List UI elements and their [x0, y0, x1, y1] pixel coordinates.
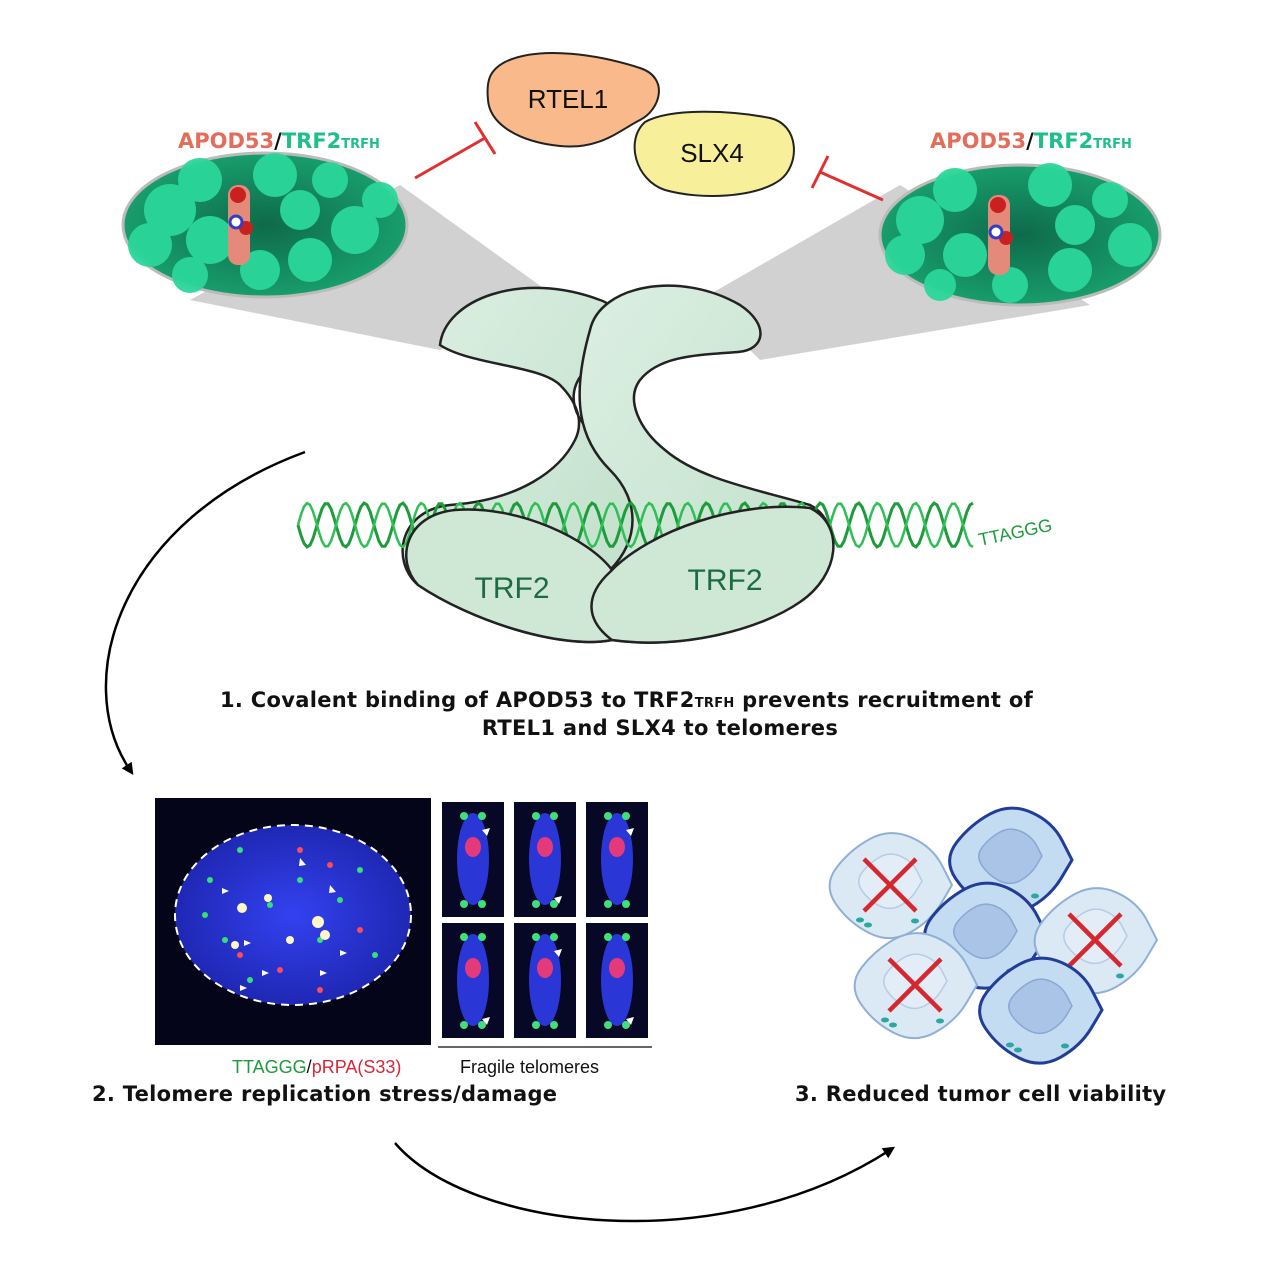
fragile-telomere-panels [442, 802, 648, 1038]
complex-label-right: APOD53/TRF2TRFH [930, 129, 1132, 153]
ttaggg-label: TTAGGG [977, 515, 1054, 550]
fragile-panel [514, 923, 576, 1038]
inhibit-arrow-left [414, 121, 497, 180]
fragile-panel [442, 802, 504, 917]
zoom-cone-right [700, 185, 1090, 360]
inhibit-arrow-right [810, 155, 884, 202]
structure-lens-right [878, 163, 1162, 307]
ligand-molecule-left [228, 185, 253, 265]
complex-label-left: APOD53/TRF2TRFH [178, 129, 380, 153]
step3-caption: 3. Reduced tumor cell viability [795, 1082, 1166, 1106]
fragile-panel [586, 923, 648, 1038]
slx4-label: SLX4 [680, 138, 744, 168]
trf2-label-right: TRF2 [688, 564, 763, 597]
ligand-molecule-right [988, 195, 1013, 275]
trf2-label-left: TRF2 [475, 572, 550, 605]
dna-strand-a [296, 501, 974, 549]
fragile-panel [442, 923, 504, 1038]
structure-lens-left [121, 151, 409, 299]
step1-caption-line2-text: RTEL1 and SLX4 to telomeres [481, 716, 839, 740]
slx4-blob [633, 110, 795, 197]
step1-caption-b: prevents recruitment of [734, 688, 1034, 712]
step1-caption: 1. Covalent binding of APOD53 to TRF2TRF… [220, 688, 1100, 712]
cross-mark-icon [887, 957, 943, 1013]
trf2-lobe-right [590, 505, 835, 644]
arrow-step1-to-step2 [104, 450, 306, 775]
micrograph-legend: TTAGGG/pRPA(S33) [232, 1057, 401, 1077]
cross-mark-icon [862, 857, 918, 913]
tumor-cell [978, 956, 1104, 1065]
step1-caption-line2: RTEL1 and SLX4 to telomeres [220, 716, 1100, 740]
nucleus-micrograph [155, 798, 431, 1045]
fragile-panel [514, 802, 576, 917]
step1-caption-a: 1. Covalent binding of APOD53 to TRF2 [220, 688, 695, 712]
rtel1-label: RTEL1 [528, 84, 608, 114]
dead-tumor-cell [853, 932, 979, 1040]
tumor-cell [948, 806, 1074, 915]
step3-caption-text: 3. Reduced tumor cell viability [795, 1082, 1167, 1106]
rtel1-blob [486, 52, 660, 148]
step2-caption: 2. Telomere replication stress/damage [92, 1082, 557, 1106]
tumor-cell-cluster [828, 806, 1159, 1065]
fragile-label: Fragile telomeres [460, 1057, 599, 1077]
fragile-panel [586, 802, 648, 917]
cross-mark-icon [1067, 912, 1123, 968]
step1-caption-sub: TRFH [694, 696, 735, 711]
step2-caption-text: 2. Telomere replication stress/damage [92, 1082, 558, 1106]
dna-strand-b [296, 501, 974, 549]
arrow-step2-to-step3 [394, 1142, 896, 1223]
